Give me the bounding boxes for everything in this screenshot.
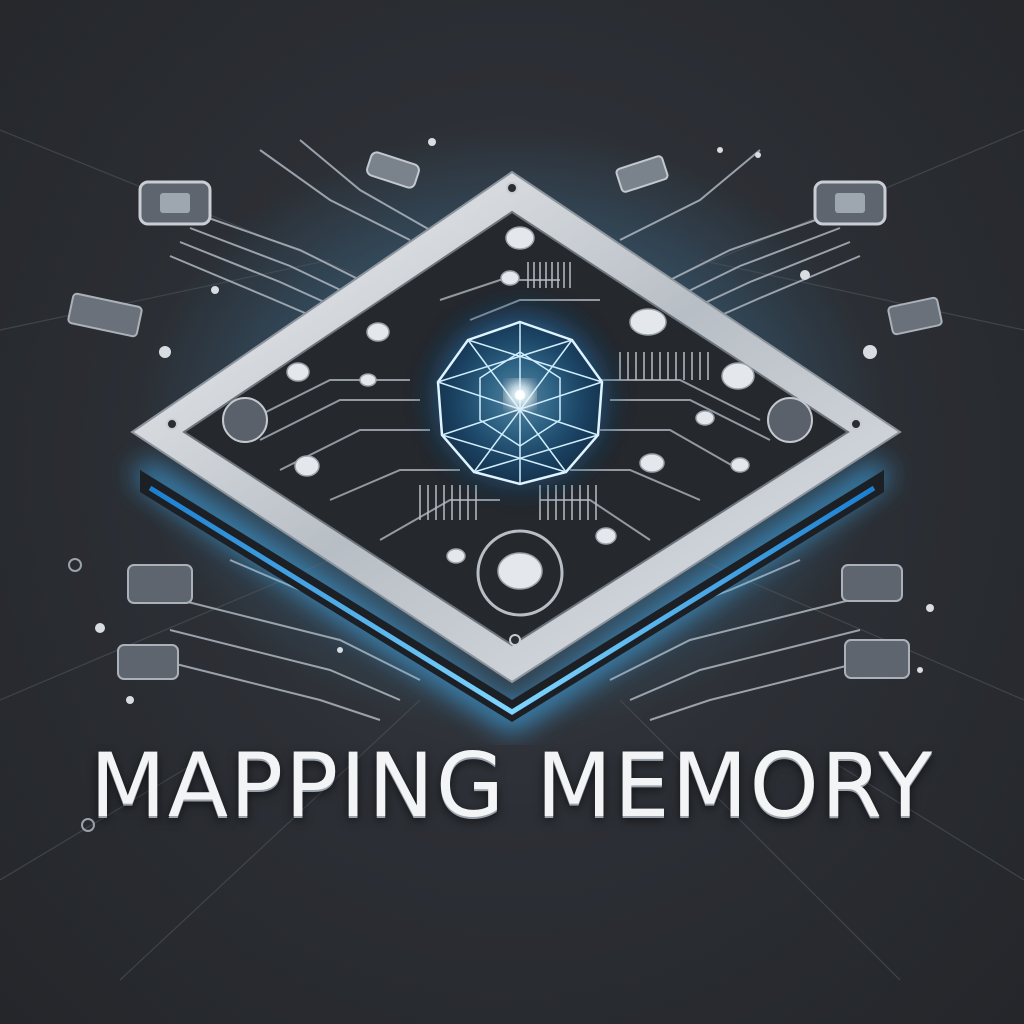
- microchip-icon: [117, 644, 179, 680]
- scattered-dots: [68, 138, 934, 832]
- page-title: MAPPING MEMORY: [89, 734, 935, 837]
- frame-screws: [166, 182, 862, 646]
- board-components: [286, 226, 755, 590]
- ring-component: [476, 529, 564, 617]
- board-chip-left: [222, 397, 268, 443]
- microchip-icon: [844, 639, 910, 679]
- crystal-core-icon: [410, 288, 630, 508]
- microchip-icon: [138, 180, 212, 226]
- microchip-icon: [813, 180, 887, 226]
- microchip-icon: [127, 564, 193, 604]
- connector-block: [67, 151, 943, 338]
- microchip-icon: [841, 564, 903, 602]
- chip-edge-glow: [148, 485, 876, 715]
- board-chip-right: [767, 397, 813, 443]
